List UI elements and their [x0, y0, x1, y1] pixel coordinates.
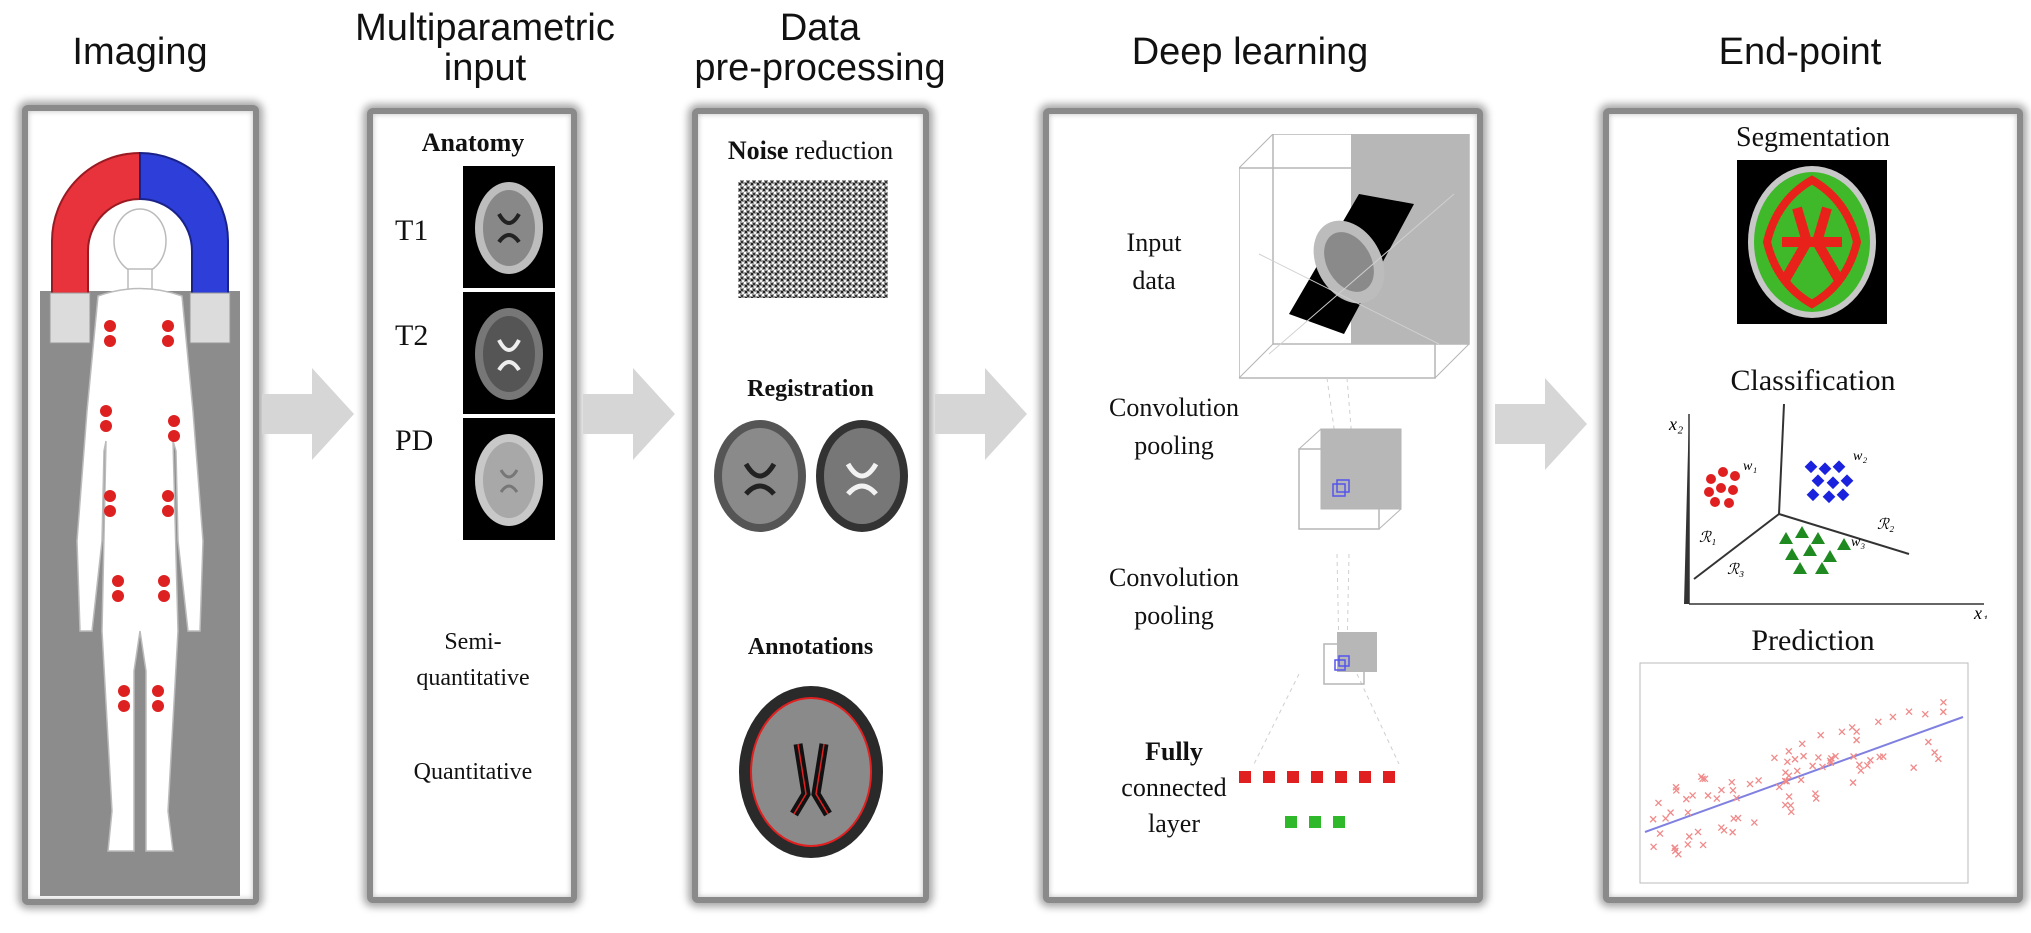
stage-title-multiparametric: Multiparametric input — [320, 8, 650, 88]
regression-line — [1644, 716, 1964, 833]
prediction-points — [1649, 698, 1947, 858]
semi-quantitative-line2: quantitative — [416, 665, 530, 691]
multiparametric-panel: Anatomy T1 T2 PD Semi- quantitative Quan… — [367, 108, 577, 903]
imaging-panel — [22, 105, 259, 905]
fully-connected-line3: layer — [1148, 809, 1200, 838]
fc-layer-green-nodes — [1285, 816, 1345, 828]
classification-scatter-plot: x₂ x₁ w₁ w₂ w₃ ℛ₂ ℛ₁ ℛ₃ — [1668, 404, 1988, 619]
classification-label: Classification — [1730, 364, 1896, 397]
fc-layer-red-nodes — [1239, 771, 1395, 783]
pd-label: PD — [395, 424, 434, 457]
r3-label: ℛ₃ — [1727, 562, 1744, 578]
fully-connected-line2: connected — [1121, 773, 1227, 802]
mri-slices-stack — [463, 166, 555, 540]
axis-x1-label: x₁ — [1973, 603, 1988, 619]
t1-label: T1 — [395, 214, 429, 247]
stage-title-multiparametric-line1: Multiparametric — [355, 7, 615, 49]
noise-rest-text: reduction — [788, 136, 894, 165]
convolution-2-line1: Convolution — [1108, 563, 1239, 592]
anatomy-label: Anatomy — [421, 128, 525, 157]
flow-arrow-1-icon — [262, 368, 354, 460]
convolution-pooling-1-label: Convolution pooling — [1069, 389, 1279, 465]
input-cube-icon — [1239, 134, 1470, 379]
stage-title-preprocessing: Data pre-processing — [670, 8, 970, 88]
convolution-pooling-2-label: Convolution pooling — [1069, 559, 1279, 635]
end-point-panel: Segmentation Classification x₂ x₁ w₁ w₂ — [1603, 108, 2023, 903]
magnet-blue-icon — [139, 151, 229, 297]
flow-arrow-4-icon — [1495, 378, 1587, 470]
prediction-label: Prediction — [1751, 624, 1875, 657]
sensor-markers — [100, 320, 180, 712]
r1-label: ℛ₁ — [1699, 530, 1716, 546]
stage-title-deep-learning: Deep learning — [1131, 31, 1369, 73]
class-3-points — [1779, 526, 1851, 574]
stage-title-end-point: End-point — [1718, 31, 1882, 73]
stage-title-multiparametric-line2: input — [443, 47, 527, 89]
w2-label: w₂ — [1853, 449, 1867, 464]
input-data-line1: Input — [1126, 228, 1182, 257]
registration-brains-image — [714, 420, 908, 532]
noise-bold-text: Noise — [727, 136, 789, 165]
flow-arrow-3-icon — [935, 368, 1027, 460]
fully-connected-label: Fully connected layer — [1069, 734, 1279, 842]
fully-connected-line1: Fully — [1145, 737, 1203, 766]
w1-label: w₁ — [1743, 459, 1757, 474]
input-data-line2: data — [1132, 266, 1176, 295]
t2-label: T2 — [395, 319, 429, 352]
class-2-points — [1804, 460, 1854, 504]
stage-title-imaging: Imaging — [72, 31, 208, 73]
annotations-label: Annotations — [747, 634, 874, 660]
registration-label: Registration — [747, 376, 874, 402]
segmentation-brain-image — [1737, 160, 1887, 324]
semi-quantitative-label: Semi- quantitative — [393, 624, 553, 696]
mri-body-illustration — [40, 151, 240, 896]
segmentation-label: Segmentation — [1736, 122, 1890, 153]
r2-label: ℛ₂ — [1877, 517, 1894, 533]
w3-label: w₃ — [1851, 535, 1865, 550]
preprocessing-panel: Noise reduction Registration Annotations — [692, 108, 929, 903]
input-data-label: Input data — [1099, 224, 1209, 300]
deep-learning-panel: Input data Convolution pooling Convoluti… — [1043, 108, 1483, 903]
conv-cube-1-icon — [1298, 428, 1402, 530]
class-1-points — [1704, 467, 1740, 508]
annotated-brain-image — [739, 686, 883, 858]
convolution-1-line1: Convolution — [1108, 393, 1239, 422]
stage-title-data-line2: pre-processing — [694, 47, 946, 89]
cnn-architecture-diagram — [1239, 134, 1470, 828]
axis-x2-label: x₂ — [1668, 414, 1683, 434]
noise-reduction-label: Noise reduction — [698, 136, 923, 166]
flow-arrow-2-icon — [583, 368, 675, 460]
conv-cube-2-icon — [1323, 632, 1377, 685]
convolution-2-line2: pooling — [1134, 601, 1214, 630]
prediction-regression-plot — [1639, 662, 1969, 884]
magnet-red-icon — [51, 151, 141, 297]
stage-title-data-line1: Data — [779, 7, 861, 49]
convolution-1-line2: pooling — [1134, 431, 1214, 460]
noise-pattern-image — [738, 180, 888, 298]
quantitative-label: Quantitative — [413, 759, 533, 785]
semi-quantitative-line1: Semi- — [444, 629, 502, 655]
